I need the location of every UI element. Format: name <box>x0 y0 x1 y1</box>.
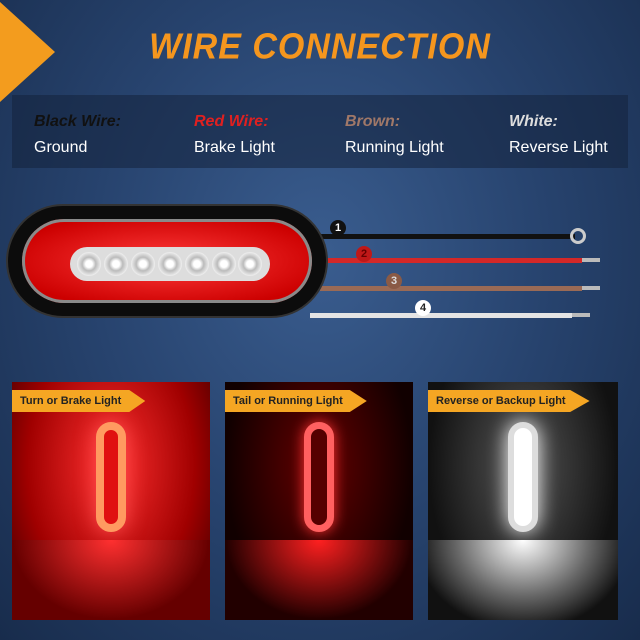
corner-accent <box>0 2 55 102</box>
legend-red: Red Wire: Brake Light <box>194 113 275 157</box>
legend-white: White: Reverse Light <box>509 113 608 157</box>
legend-value: Brake Light <box>194 139 275 156</box>
wire-number: 2 <box>356 246 372 262</box>
panel-brake: Turn or Brake Light <box>12 382 210 620</box>
legend-label: Red Wire: <box>194 113 269 130</box>
legend-value: Running Light <box>345 139 444 156</box>
tail-light-product <box>8 206 326 316</box>
panel-label: Turn or Brake Light <box>12 390 146 412</box>
wire-number: 4 <box>415 300 431 316</box>
wire-legend: Black Wire: Ground Red Wire: Brake Light B… <box>12 95 628 168</box>
panel-reverse: Reverse or Backup Light <box>428 382 618 620</box>
legend-value: Reverse Light <box>509 139 608 156</box>
panel-running: Tail or Running Light <box>225 382 413 620</box>
legend-black: Black Wire: Ground <box>34 113 121 157</box>
wire-number: 1 <box>330 220 346 236</box>
panel-label: Reverse or Backup Light <box>428 390 590 412</box>
legend-label: Black Wire: <box>34 113 121 130</box>
panel-label: Tail or Running Light <box>225 390 367 412</box>
brown-wire <box>320 286 582 291</box>
ring-terminal-icon <box>570 228 586 244</box>
legend-label: White: <box>509 113 558 130</box>
white-wire <box>310 313 572 318</box>
wire-number: 3 <box>386 273 402 289</box>
legend-label: Brown: <box>345 113 401 130</box>
red-wire <box>320 258 582 263</box>
legend-brown: Brown: Running Light <box>345 113 444 157</box>
legend-value: Ground <box>34 139 88 156</box>
black-wire <box>320 234 575 239</box>
page-title: WIRE CONNECTION <box>149 27 491 67</box>
